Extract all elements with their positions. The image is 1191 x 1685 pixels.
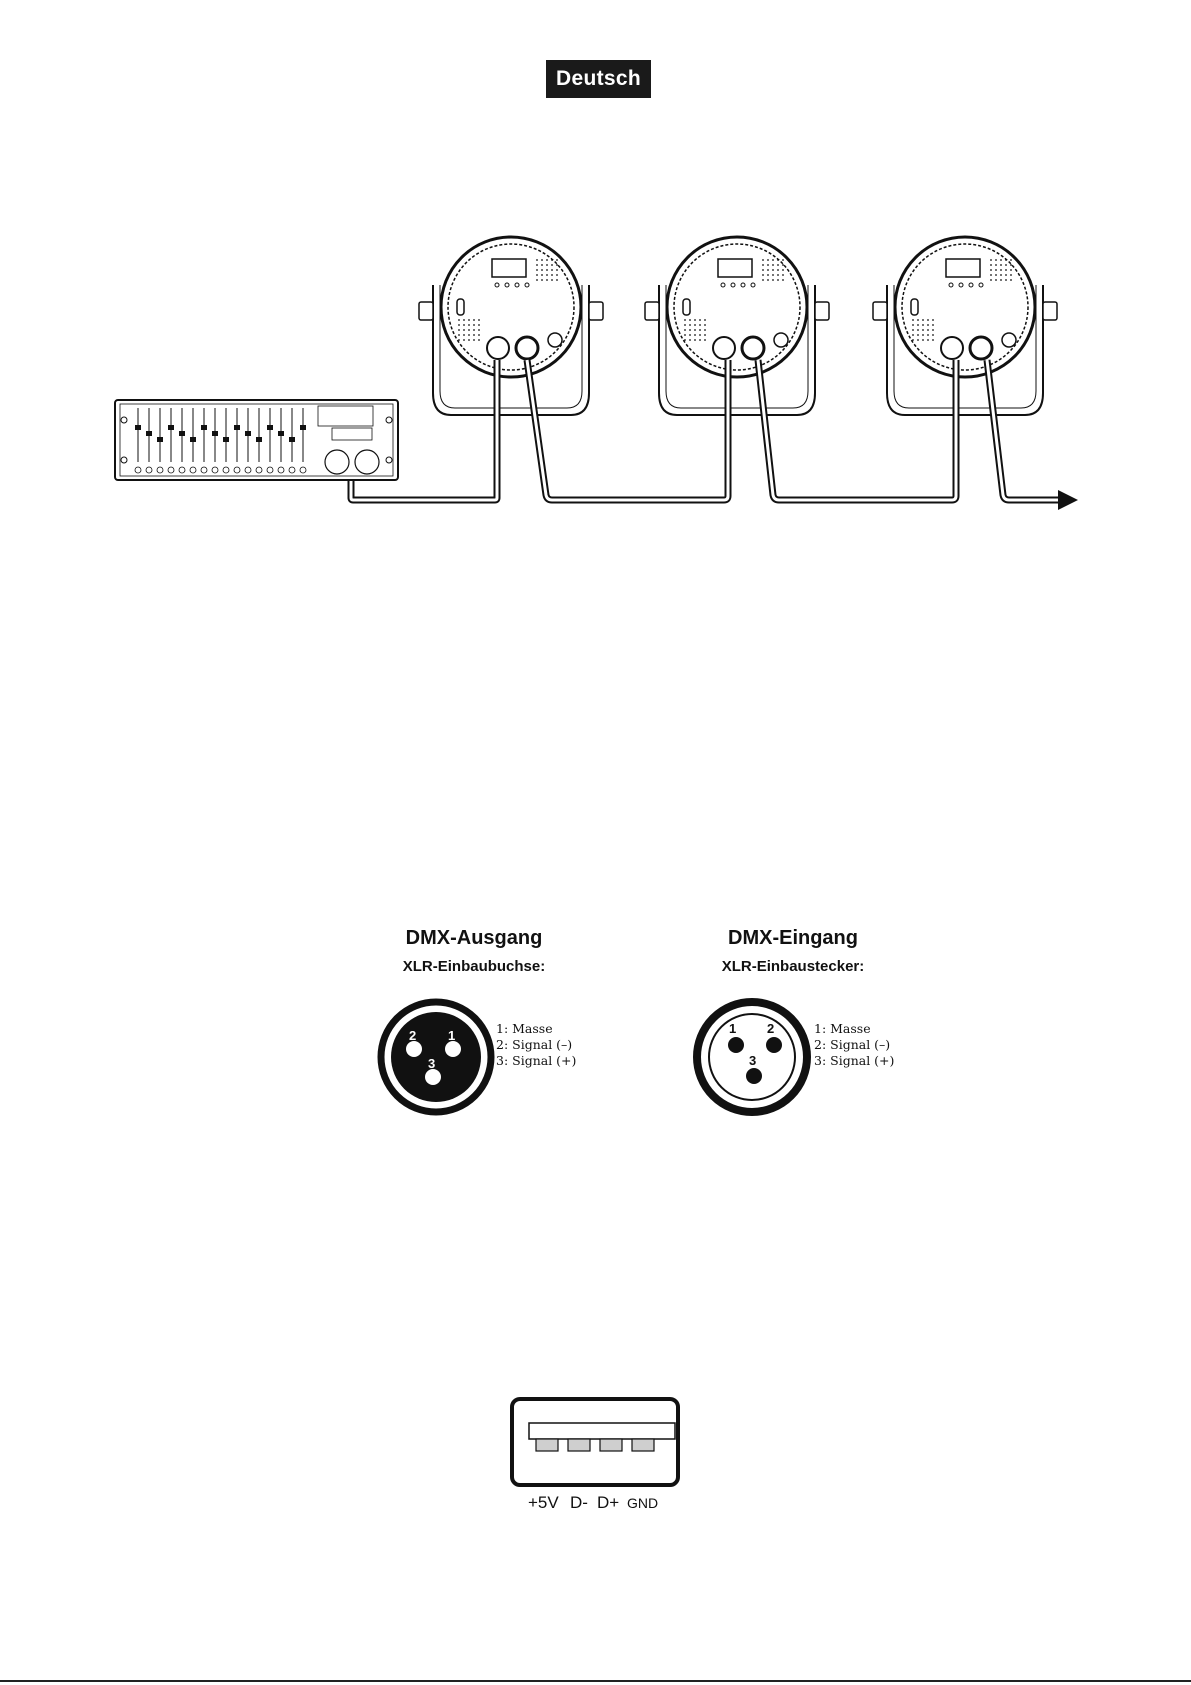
page-bottom-rule: [0, 1680, 1191, 1682]
dmx-input-pin-legend: 1: Masse 2: Signal (–) 3: Signal (+): [814, 1021, 894, 1069]
legend-item: 1: Masse: [496, 1021, 576, 1037]
par-fixture-2: [645, 237, 829, 415]
arrow-right-icon: [1058, 490, 1078, 510]
usb-pin-label: D-: [570, 1493, 597, 1513]
dmx-input-title: DMX-Eingang: [673, 927, 913, 950]
dmx-input-subtitle: XLR-Einbaustecker:: [673, 958, 913, 975]
usb-pin-label: +5V: [528, 1493, 570, 1513]
pin-label: 3: [428, 1056, 435, 1071]
legend-item: 3: Signal (+): [814, 1053, 894, 1069]
pin-label: 2: [767, 1021, 774, 1036]
dmx-output-subtitle: XLR-Einbaubuchse:: [354, 958, 594, 975]
xlr-plug-diagram: 1 2 3: [692, 997, 812, 1117]
legend-item: 2: Signal (–): [496, 1037, 576, 1053]
dmx-output-title: DMX-Ausgang: [354, 927, 594, 950]
pin-label: 1: [448, 1028, 455, 1043]
dmx-wiring-diagram: [0, 0, 1191, 540]
par-fixture-1: [419, 237, 603, 415]
pin-label: 1: [729, 1021, 736, 1036]
par-fixture-3: [873, 237, 1057, 415]
usb-pin-label: D+: [597, 1493, 627, 1513]
legend-item: 3: Signal (+): [496, 1053, 576, 1069]
pin-label: 3: [749, 1053, 756, 1068]
legend-item: 1: Masse: [814, 1021, 894, 1037]
usb-pin-label: GND: [627, 1495, 658, 1511]
xlr-socket-diagram: 2 1 3: [376, 997, 496, 1117]
dmx-output-pin-legend: 1: Masse 2: Signal (–) 3: Signal (+): [496, 1021, 576, 1069]
dmx-controller: [115, 400, 398, 480]
pin-label: 2: [409, 1028, 416, 1043]
usb-port-diagram: [510, 1397, 682, 1489]
legend-item: 2: Signal (–): [814, 1037, 894, 1053]
